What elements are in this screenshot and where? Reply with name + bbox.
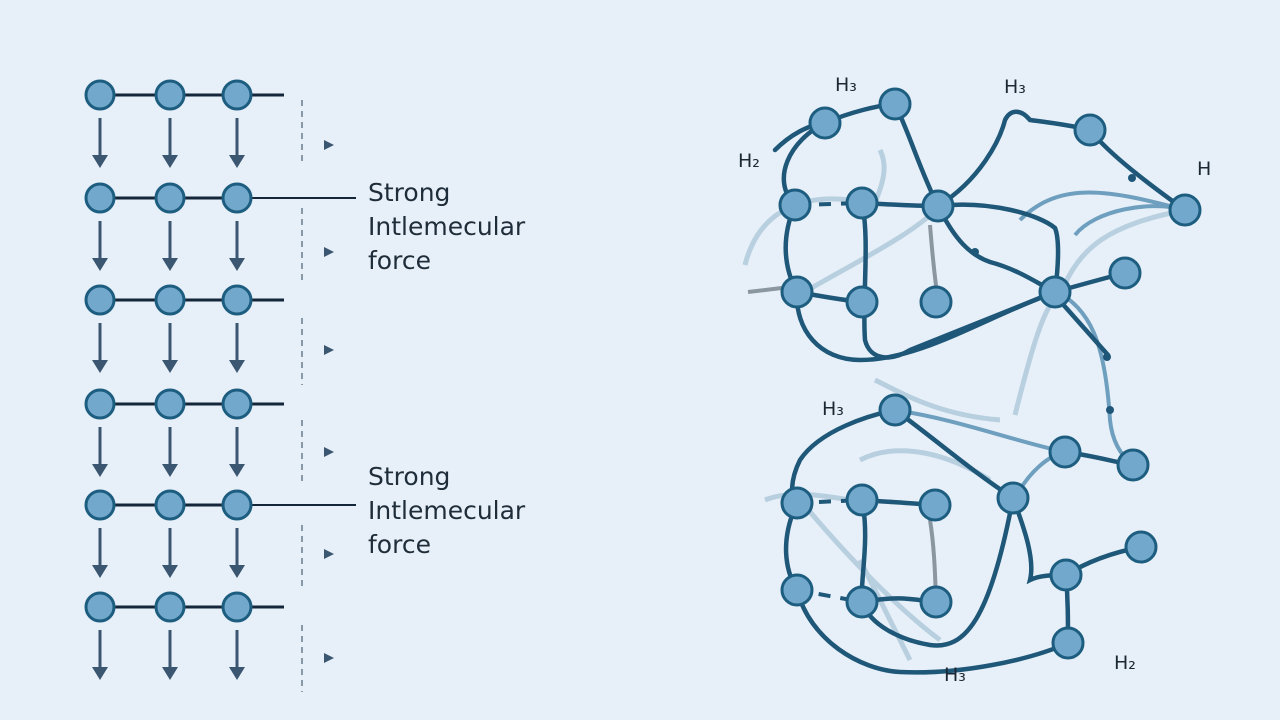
lattice-node <box>221 388 253 420</box>
lattice-node <box>221 591 253 623</box>
atom-node <box>780 486 814 520</box>
lattice-node <box>221 284 253 316</box>
atom-label: H₂ <box>738 150 760 172</box>
lattice-node <box>84 79 116 111</box>
atom-node <box>1108 256 1142 290</box>
force-label-line: Intlemecular <box>368 212 526 241</box>
small-arrowhead <box>324 653 334 663</box>
lattice-node <box>154 284 186 316</box>
force-label-line: Intlemecular <box>368 496 526 525</box>
atom-node <box>1124 530 1158 564</box>
lattice-node <box>221 182 253 214</box>
atom-label: H₃ <box>944 664 966 686</box>
arrow-head <box>92 565 108 578</box>
arrow-head <box>162 360 178 373</box>
small-arrowhead <box>324 549 334 559</box>
strand-dot <box>1103 353 1111 361</box>
force-label-line: Strong <box>368 178 451 207</box>
atom-node <box>845 186 879 220</box>
arrow-head <box>92 464 108 477</box>
force-label-line: force <box>368 530 431 559</box>
atom-node <box>1038 275 1072 309</box>
force-label-upper: Strong Intlemecular force <box>368 176 525 278</box>
lattice-node <box>154 182 186 214</box>
lattice-node <box>154 79 186 111</box>
atom-label: H₃ <box>1004 76 1026 98</box>
atom-node <box>996 481 1030 515</box>
lattice-node <box>154 388 186 420</box>
molecular-network <box>742 87 1202 675</box>
atom-node <box>808 106 842 140</box>
lattice-node <box>84 182 116 214</box>
atom-node <box>918 488 952 522</box>
lattice-node <box>221 79 253 111</box>
atom-node <box>1049 558 1083 592</box>
arrow-head <box>162 258 178 271</box>
arrow-head <box>229 155 245 168</box>
lattice-node <box>154 489 186 521</box>
lattice-node <box>84 284 116 316</box>
strand-dot <box>1106 406 1114 414</box>
atom-node <box>878 393 912 427</box>
arrow-head <box>229 360 245 373</box>
force-label-line: Strong <box>368 462 451 491</box>
atom-node <box>919 585 953 619</box>
atom-node <box>1051 626 1085 660</box>
arrow-head <box>229 667 245 680</box>
atom-node <box>1168 193 1202 227</box>
atom-node <box>845 483 879 517</box>
force-label-lower: Strong Intlemecular force <box>368 460 525 562</box>
atom-node <box>1073 113 1107 147</box>
atom-node <box>1116 448 1150 482</box>
arrow-head <box>162 464 178 477</box>
small-arrowhead <box>324 140 334 150</box>
atom-label: H₂ <box>1114 652 1136 674</box>
lattice-node <box>84 489 116 521</box>
small-arrowhead <box>324 345 334 355</box>
lattice-diagram <box>84 79 356 692</box>
arrow-head <box>92 667 108 680</box>
atom-node <box>1048 435 1082 469</box>
atom-label: H₃ <box>835 74 857 96</box>
lattice-node <box>221 489 253 521</box>
arrow-head <box>162 667 178 680</box>
arrow-head <box>162 155 178 168</box>
atom-node <box>878 87 912 121</box>
arrow-head <box>92 258 108 271</box>
lattice-node <box>84 388 116 420</box>
force-label-line: force <box>368 246 431 275</box>
atom-node <box>780 275 814 309</box>
small-arrowhead <box>324 447 334 457</box>
arrow-head <box>229 464 245 477</box>
atom-node <box>780 573 814 607</box>
small-arrowhead <box>324 247 334 257</box>
atom-node <box>845 285 879 319</box>
atom-label: H <box>1197 158 1212 180</box>
arrow-head <box>162 565 178 578</box>
atom-node <box>778 188 812 222</box>
atom-node <box>919 285 953 319</box>
lattice-node <box>154 591 186 623</box>
arrow-head <box>92 155 108 168</box>
arrow-head <box>229 258 245 271</box>
atom-node <box>845 585 879 619</box>
atom-node <box>921 189 955 223</box>
arrow-head <box>92 360 108 373</box>
arrow-head <box>229 565 245 578</box>
strand-dot <box>971 248 979 256</box>
lattice-node <box>84 591 116 623</box>
atom-label: H₃ <box>822 398 844 420</box>
strand-dot <box>1128 174 1136 182</box>
main-bonds <box>772 101 1188 675</box>
